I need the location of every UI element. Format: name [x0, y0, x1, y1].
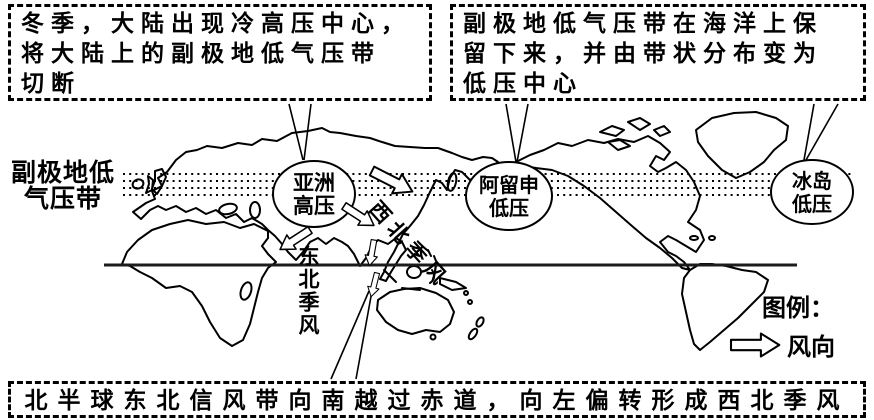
wind-arrow-south-china-sea-icon: [364, 238, 378, 267]
caspian-sea: [249, 201, 261, 219]
asian-high-label-line2: 高压: [293, 194, 335, 218]
wind-direction-arrow-icon: [729, 332, 781, 358]
caribbean-island-2: [708, 235, 716, 241]
tasmania: [429, 333, 437, 341]
annotation-box-cold-high: 冬季，大陆出现冷高压中心， 将大陆上的副极地低气压带 切断: [8, 4, 432, 101]
subpolar-belt-label-line2: 气压带: [23, 186, 102, 213]
sulawesi: [429, 269, 436, 284]
island-left-hook: [145, 175, 154, 194]
pointer-topright-to-iceland-low: [803, 103, 839, 161]
australia-outline: [376, 287, 455, 335]
iceland-low-label-line2: 低压: [791, 192, 832, 216]
new-zealand-south: [467, 327, 479, 341]
aleutian-low-label-line2: 低压: [488, 196, 529, 220]
island-japan: [446, 172, 458, 192]
iceland-low-ellipse: [770, 159, 854, 225]
annotation-box-trade-wind: 北半球东北信风带向南越过赤道，向左偏转形成西北季风: [8, 381, 866, 418]
north-america-outline: [515, 135, 705, 271]
aleutian-low-ellipse: [465, 161, 553, 231]
legend-title: 图例：: [762, 295, 834, 322]
wind-arrow-cross-equator-icon: [367, 271, 381, 298]
eurasia-outline: [132, 127, 499, 282]
aleutian-low-label-line1: 阿留申: [479, 173, 539, 197]
pointer-bottom-to-crossing-arrow: [330, 290, 373, 380]
wind-arrow-asian-high-southeast-icon: [341, 202, 375, 227]
annotation-box-ocean-low: 副极地低气压带在海洋上保 留下来，并由带状分布变为 低压中心: [450, 4, 866, 101]
arctic-island-3: [653, 125, 671, 137]
arctic-island-2: [627, 117, 651, 131]
wind-arrow-siberia-to-pacific-icon: [368, 165, 414, 195]
legend: 图例： 风向: [729, 295, 835, 361]
wind-arrow-northeast-monsoon-icon: [279, 226, 313, 251]
new-zealand-north: [475, 316, 485, 328]
caribbean-island-1: [689, 235, 699, 241]
arctic-island-1: [599, 125, 625, 137]
subpolar-belt-label-line1: 副极地低: [10, 160, 115, 187]
africa-outline: [121, 219, 277, 347]
south-america-outline: [681, 263, 769, 351]
pointer-topleft-to-asian-high: [288, 103, 312, 161]
asian-high-label-line1: 亚洲: [293, 171, 335, 195]
asian-high-ellipse: [272, 160, 356, 228]
philippines: [427, 249, 437, 262]
madagascar: [239, 281, 253, 301]
subpolar-belt-dotted-lines: [123, 173, 853, 196]
pointer-topright-to-aleutian-low: [505, 103, 529, 163]
greenland-outline: [695, 111, 789, 179]
island-left-small: [131, 178, 145, 190]
subpolar-belt-label: 副极地低 气压带: [0, 161, 126, 213]
sumatra: [383, 269, 397, 283]
arctic-island-4: [607, 139, 631, 151]
black-sea: [218, 202, 238, 216]
legend-wind-direction-label: 风向: [787, 333, 835, 361]
northeast-monsoon-label: 东北季风: [296, 245, 320, 337]
iceland-low-label-line1: 冰岛: [792, 169, 832, 193]
pacific-islet-1: [463, 290, 469, 296]
new-guinea: [439, 277, 467, 291]
pacific-islet-2: [467, 299, 473, 305]
